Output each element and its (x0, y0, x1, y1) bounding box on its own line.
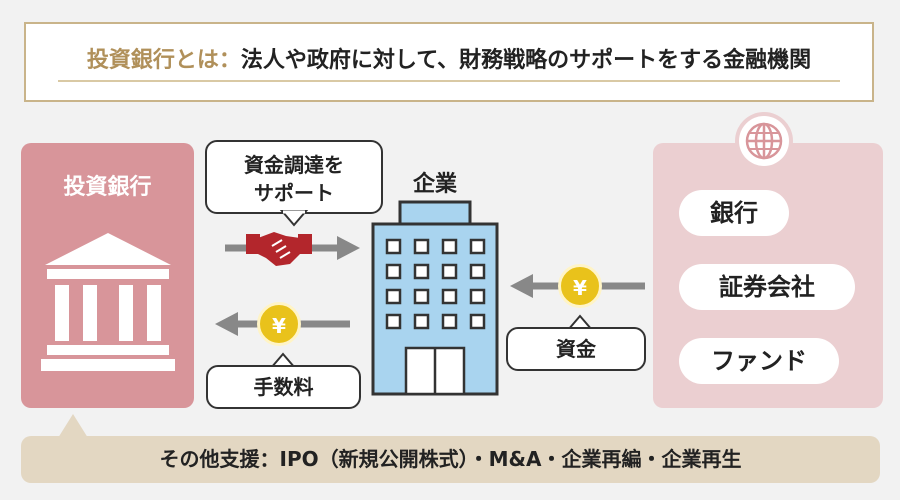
funds-bubble: 資金 (506, 327, 646, 371)
support-bubble-tail (279, 210, 309, 227)
funds-coin: ¥ (558, 264, 602, 308)
definition-separator: ： (218, 48, 241, 73)
source-fund: ファンド (679, 338, 839, 384)
funding-sources-panel: 銀行 証券会社 ファンド (653, 143, 883, 408)
support-bubble: 資金調達を サポート (205, 140, 383, 214)
yen-symbol: ¥ (272, 314, 286, 338)
source-securities: 証券会社 (679, 264, 855, 310)
funds-label: 資金 (556, 337, 596, 361)
bank-building-icon (41, 233, 175, 371)
handshake-icon (246, 232, 312, 266)
support-line-1: 資金調達を (244, 153, 344, 177)
source-bank: 銀行 (679, 190, 789, 236)
other-support-box: その他支援：IPO（新規公開株式）・M&A・企業再編・企業再生 (21, 436, 880, 483)
fee-bubble: 手数料 (206, 365, 361, 409)
bank-callout-notch (58, 414, 88, 438)
investment-bank-title: 投資銀行 (63, 175, 152, 200)
definition-box: 投資銀行とは：法人や政府に対して、財務戦略のサポートをする金融機関 (24, 22, 874, 102)
support-line-2: サポート (254, 181, 334, 205)
fee-coin: ¥ (257, 302, 301, 346)
company-building-icon (371, 200, 499, 396)
globe-icon (735, 112, 793, 170)
definition-underline (58, 80, 840, 82)
definition-title: 投資銀行とは：法人や政府に対して、財務戦略のサポートをする金融機関 (26, 42, 872, 74)
definition-term: 投資銀行とは (86, 48, 219, 73)
company-label: 企業 (412, 172, 457, 197)
investment-bank-panel: 投資銀行 (21, 143, 194, 408)
other-support-text: その他支援：IPO（新規公開株式）・M&A・企業再編・企業再生 (159, 447, 742, 471)
yen-symbol: ¥ (573, 276, 587, 300)
fee-label: 手数料 (253, 375, 314, 399)
definition-text: 法人や政府に対して、財務戦略のサポートをする金融機関 (240, 48, 812, 73)
